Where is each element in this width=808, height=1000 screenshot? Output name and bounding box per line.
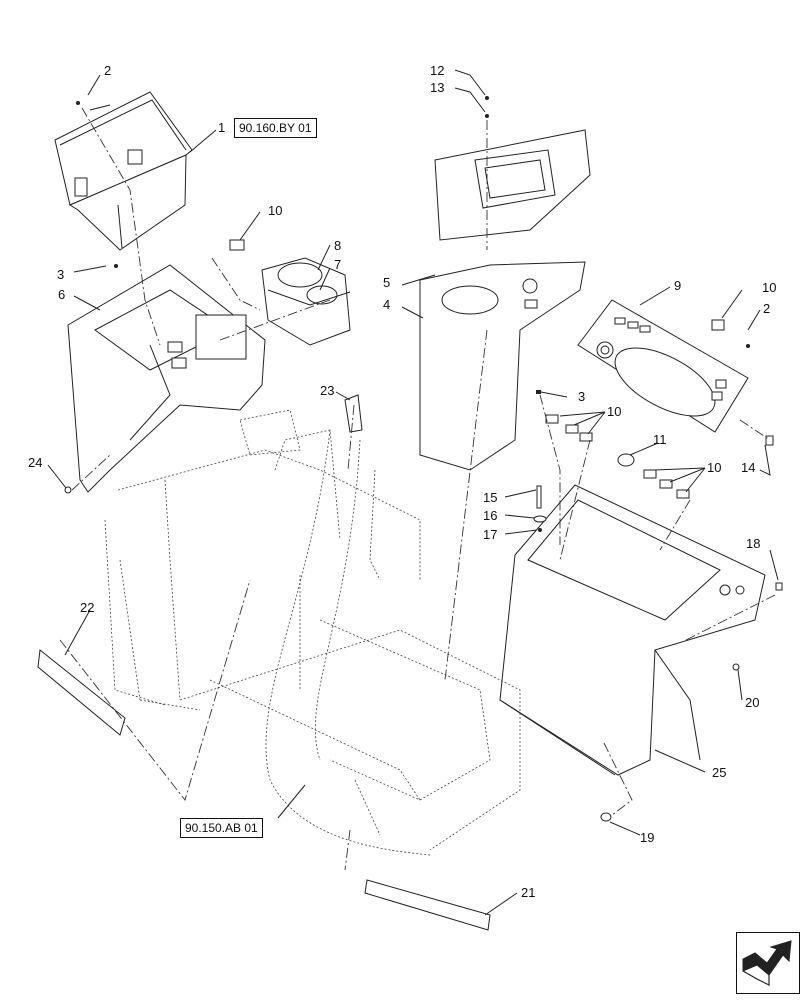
reference-label-bottom[interactable]: 90.150.AB 01: [180, 818, 263, 838]
screw-24: [64, 486, 72, 494]
nut-14: [765, 435, 774, 446]
reference-label-top[interactable]: 90.160.BY 01: [234, 118, 317, 138]
next-page-button[interactable]: [736, 932, 800, 994]
callout-1: 1: [218, 120, 226, 135]
knob-11: [617, 453, 635, 467]
callout-4: 4: [383, 297, 391, 312]
callout-23: 23: [320, 383, 335, 398]
callout-22: 22: [80, 600, 95, 615]
washer-16: [533, 515, 547, 523]
clip-10-a: [545, 414, 559, 424]
callout-10-mid: 10: [607, 404, 622, 419]
bolt-15: [536, 485, 542, 509]
strip-21: [364, 879, 491, 931]
cab-structure-phantom: [104, 409, 521, 856]
console-side-panel-part: [67, 264, 266, 493]
callout-10-top: 10: [268, 203, 283, 218]
clip-10-f: [676, 489, 690, 499]
clip-10-top: [229, 239, 245, 251]
callout-10-lower: 10: [707, 460, 722, 475]
callout-12: 12: [430, 63, 445, 78]
callout-18: 18: [746, 536, 761, 551]
callout-11: 11: [653, 432, 667, 447]
screw-18: [775, 582, 783, 591]
washer-13: [485, 114, 489, 118]
clip-10-e: [659, 479, 673, 489]
callout-25: 25: [712, 765, 727, 780]
leader-lines: [47, 69, 779, 916]
center-column-cover-part: [419, 129, 591, 471]
callout-21: 21: [521, 885, 536, 900]
callout-24: 24: [28, 455, 43, 470]
callout-14: 14: [741, 460, 756, 475]
callout-2-right: 2: [763, 301, 771, 316]
nut-3-right: [536, 390, 541, 394]
next-page-arrow-icon: [742, 940, 792, 986]
callout-20: 20: [745, 695, 760, 710]
callout-10-right: 10: [762, 280, 777, 295]
cup-holder-part: [261, 257, 351, 346]
clip-10-right: [711, 319, 725, 331]
screw-12: [485, 96, 489, 100]
callout-13: 13: [430, 80, 445, 95]
alignment-lines: [59, 107, 776, 871]
clip-10-b: [565, 424, 579, 434]
screw-2-right: [746, 344, 750, 348]
instrument-panel-part: [577, 299, 749, 433]
callout-17: 17: [483, 527, 498, 542]
screw-2-left: [76, 101, 80, 105]
callout-8: 8: [334, 238, 342, 253]
screw-20: [732, 663, 740, 671]
callout-3-left: 3: [57, 267, 65, 282]
small-hardware-parts: [37, 96, 783, 931]
callout-9: 9: [674, 278, 682, 293]
lower-console-housing-part: [499, 484, 766, 776]
callout-2-top: 2: [104, 63, 112, 78]
nut-17: [538, 528, 542, 532]
storage-box-part: [54, 91, 193, 251]
clip-10-c: [579, 432, 593, 442]
strip-22: [37, 649, 126, 736]
callout-16: 16: [483, 508, 498, 523]
callout-3-right: 3: [578, 389, 586, 404]
callout-7: 7: [334, 257, 342, 272]
callout-15: 15: [483, 490, 498, 505]
callout-6: 6: [58, 287, 66, 302]
grommet-19: [600, 812, 612, 822]
clip-10-d: [643, 469, 657, 479]
callout-5: 5: [383, 275, 391, 290]
nut-3-left: [114, 264, 118, 268]
callout-19: 19: [640, 830, 655, 845]
